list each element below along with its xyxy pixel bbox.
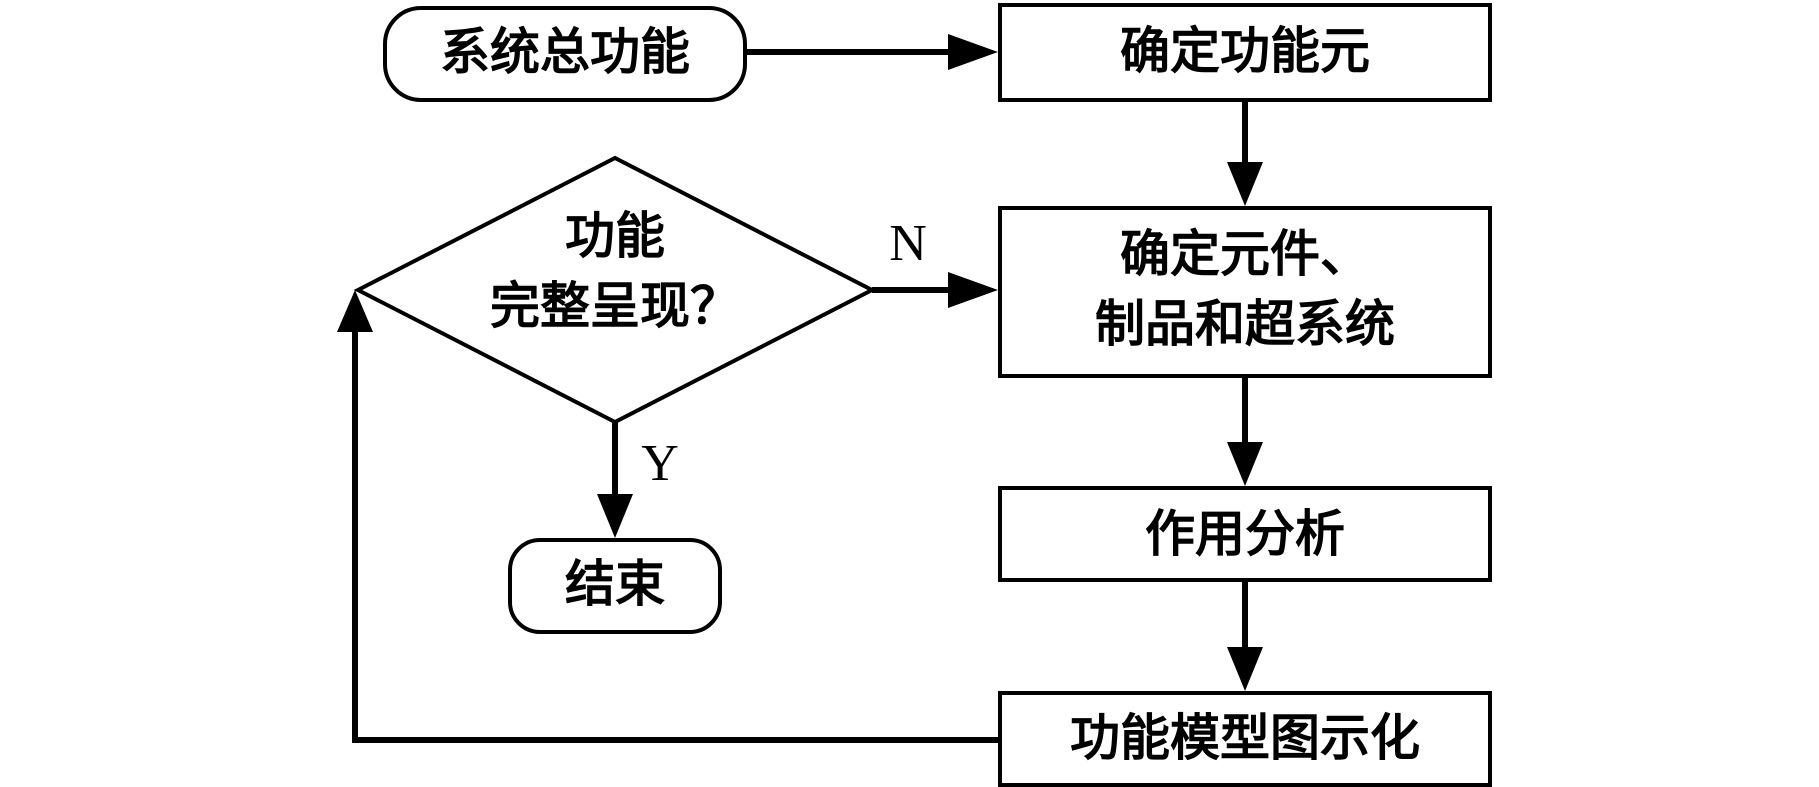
action-analysis-box: [998, 486, 1492, 582]
arrowhead-elements-to-components: [1227, 162, 1263, 206]
arrowhead-decision-yes: [597, 494, 633, 538]
arrowhead-analysis-to-visualize: [1227, 647, 1263, 691]
determine-components-label-line1: 确定元件、: [1120, 224, 1370, 283]
arrowhead-start-to-elements: [948, 34, 998, 70]
visualize-model-box: [998, 691, 1492, 787]
edge-visualize-to-decision: [352, 332, 1000, 743]
start-label: 系统总功能: [440, 22, 690, 81]
determine-components-box: [998, 206, 1492, 378]
edge-label-no: N: [889, 215, 927, 272]
visualize-model-label: 功能模型图示化: [1070, 708, 1420, 767]
determine-elements-label: 确定功能元: [1120, 21, 1370, 80]
action-analysis-label: 作用分析: [1145, 504, 1345, 563]
decision-label-line2: 完整呈现？: [490, 276, 740, 335]
end-label: 结束: [565, 554, 665, 613]
end-terminator: [508, 538, 722, 634]
arrowhead-decision-no: [948, 272, 998, 308]
edge-label-yes: Y: [641, 435, 679, 492]
decision-label-line1: 功能: [565, 206, 665, 265]
arrowhead-components-to-analysis: [1227, 442, 1263, 486]
determine-components-label-line2: 制品和超系统: [1095, 294, 1395, 353]
arrowhead-visualize-to-decision: [337, 290, 373, 332]
determine-elements-box: [998, 3, 1492, 102]
